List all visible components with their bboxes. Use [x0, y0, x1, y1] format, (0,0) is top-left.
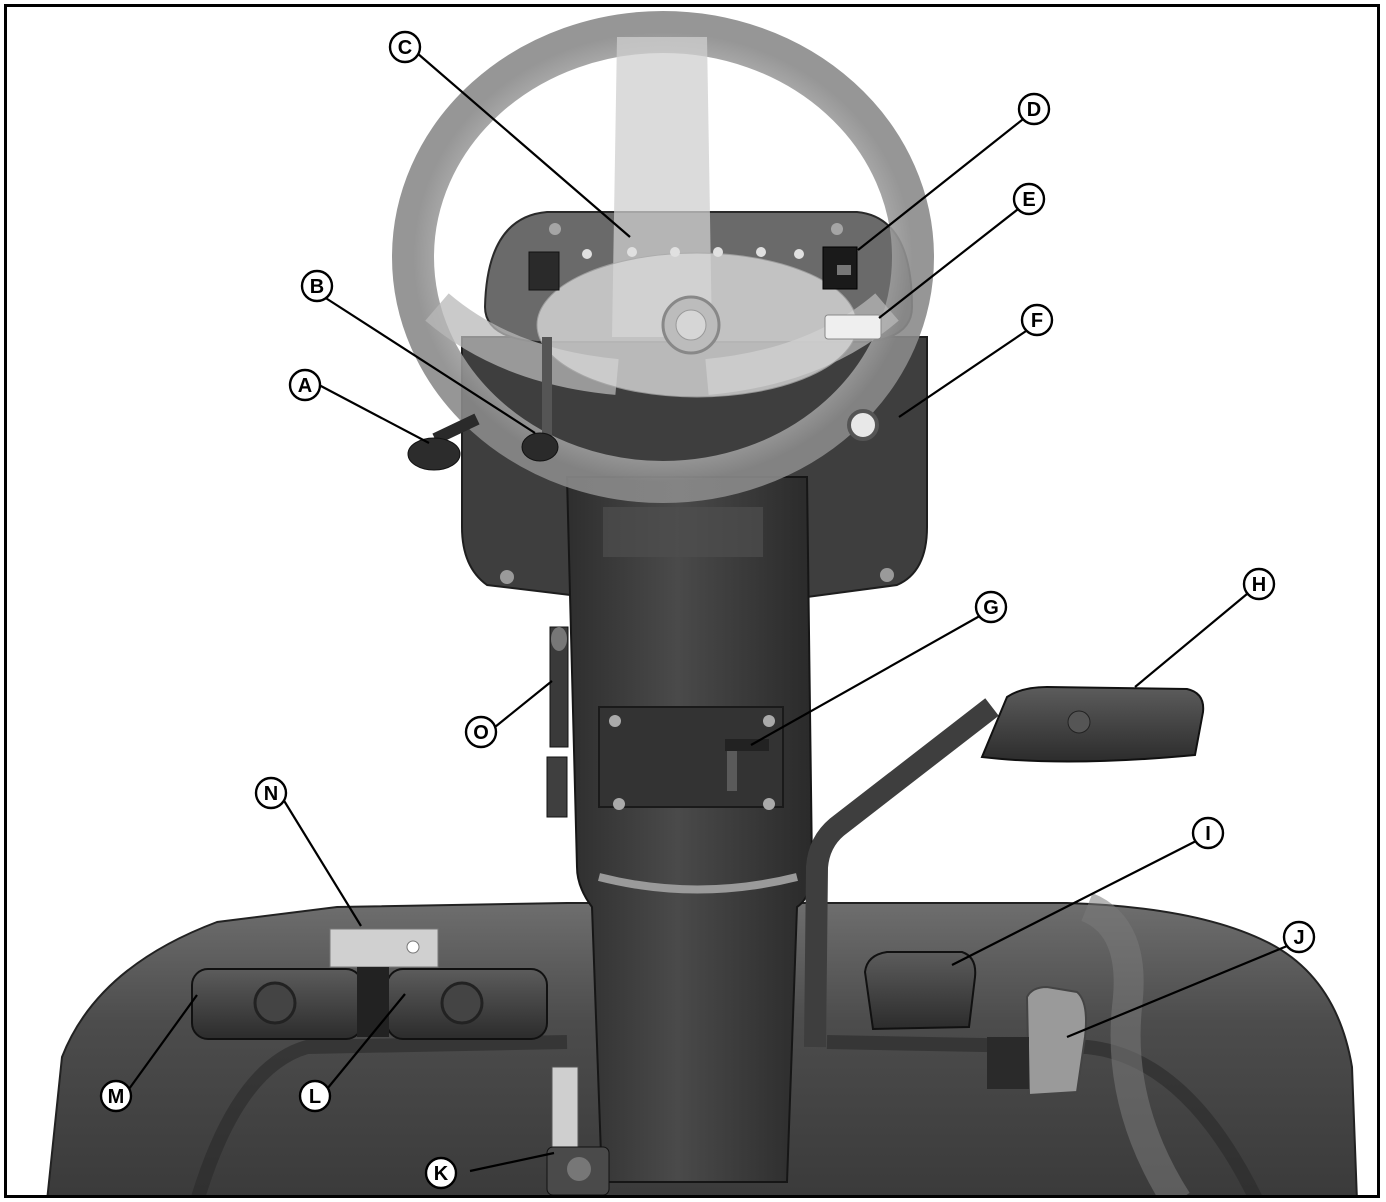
callout-c: C — [388, 30, 422, 64]
pedal-l — [386, 968, 548, 1040]
callout-circle — [424, 1156, 458, 1190]
callout-circle — [1012, 182, 1046, 216]
callout-i: I — [1191, 816, 1225, 850]
pedal-j — [987, 985, 1087, 1097]
callout-label: H — [1252, 574, 1266, 596]
callout-label: I — [1205, 823, 1211, 845]
plate-n — [329, 928, 439, 1037]
diagram-frame: A B C D E F G H I J K L M N O — [4, 4, 1380, 1198]
callout-e: E — [1012, 182, 1046, 216]
callout-label: O — [473, 722, 489, 744]
callout-g: G — [974, 590, 1008, 624]
callout-circle — [1191, 816, 1225, 850]
callout-label: J — [1293, 927, 1304, 949]
lever-o — [546, 626, 569, 818]
callout-d: D — [1017, 92, 1051, 126]
pedal-k — [546, 1066, 610, 1195]
callout-label: N — [264, 783, 278, 805]
callout-circle — [300, 269, 334, 303]
callout-label: M — [108, 1086, 125, 1108]
callout-a: A — [288, 368, 322, 402]
callout-label: D — [1027, 99, 1041, 121]
callout-n: N — [254, 776, 288, 810]
callout-o: O — [464, 715, 498, 749]
callout-label: E — [1022, 189, 1035, 211]
callout-circle — [99, 1079, 133, 1113]
callout-circle — [288, 368, 322, 402]
callout-label: C — [398, 37, 412, 59]
callout-circle — [1017, 92, 1051, 126]
control-layout-diagram: A B C D E F G H I J K L M N O — [46, 11, 1358, 1195]
callout-l: L — [298, 1079, 332, 1113]
callout-circle — [1242, 567, 1276, 601]
lever-a — [407, 413, 480, 471]
callout-m: M — [99, 1079, 133, 1113]
indicator-lights — [582, 247, 804, 259]
lever-h — [804, 685, 1205, 1048]
dash-controls — [528, 246, 882, 441]
lever-b — [521, 337, 559, 462]
callout-circle — [974, 590, 1008, 624]
pedal-i — [863, 951, 977, 1031]
callout-label: A — [298, 375, 312, 397]
leader-lines — [128, 52, 1293, 1173]
callout-circle — [388, 30, 422, 64]
callout-circle — [464, 715, 498, 749]
steering-column — [565, 476, 814, 1183]
callout-b: B — [300, 269, 334, 303]
callout-circle — [254, 776, 288, 810]
pedal-m — [191, 968, 363, 1040]
callout-circle — [1020, 303, 1054, 337]
callout-label: G — [983, 597, 999, 619]
callout-label: K — [434, 1163, 449, 1185]
callout-circle — [298, 1079, 332, 1113]
callout-circle — [1282, 920, 1316, 954]
callout-label: L — [309, 1086, 321, 1108]
callout-f: F — [1020, 303, 1054, 337]
callout-h: H — [1242, 567, 1276, 601]
callout-labels: A B C D E F G H I J K L M N O — [99, 30, 1316, 1190]
callout-label: B — [310, 276, 324, 298]
callout-j: J — [1282, 920, 1316, 954]
callout-k: K — [424, 1156, 458, 1190]
callout-label: F — [1031, 310, 1043, 332]
